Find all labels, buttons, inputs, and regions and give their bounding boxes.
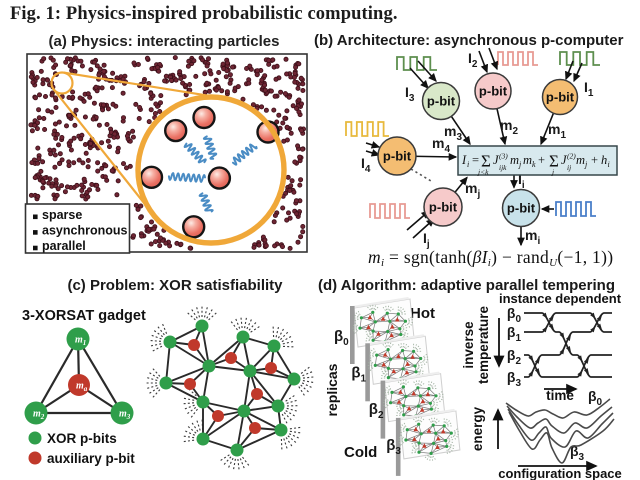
svg-text:j: j [551, 168, 554, 177]
svg-text:β0: β0 [507, 305, 522, 325]
svg-text:ijk: ijk [499, 163, 507, 172]
svg-text:j: j [584, 160, 588, 169]
svg-text:I4: I4 [361, 155, 371, 175]
svg-text:p-bit: p-bit [383, 149, 412, 164]
svg-text:XOR p-bits: XOR p-bits [47, 431, 117, 446]
svg-text:j: j [518, 160, 522, 169]
svg-text:ij: ij [567, 163, 571, 172]
svg-text:j<k: j<k [477, 168, 489, 177]
svg-text:(c) Problem: XOR satisfiabilit: (c) Problem: XOR satisfiability [67, 277, 283, 294]
svg-text:Σ: Σ [481, 152, 491, 171]
svg-text:mj: mj [465, 180, 480, 200]
svg-text:β3: β3 [507, 369, 522, 389]
svg-text:time: time [546, 388, 574, 403]
svg-text:I: I [461, 153, 467, 167]
svg-text:Ii: Ii [518, 171, 525, 191]
svg-text:(d) Algorithm: adaptive parall: (d) Algorithm: adaptive parallel temperi… [318, 277, 615, 294]
svg-text:I2: I2 [468, 50, 478, 70]
svg-text:β2: β2 [507, 347, 522, 367]
svg-text:(2): (2) [567, 152, 576, 161]
svg-text:m: m [576, 153, 585, 167]
svg-text:β1: β1 [351, 364, 366, 384]
svg-text:auxiliary p-bit: auxiliary p-bit [47, 451, 135, 466]
svg-text:asynchronous: asynchronous [42, 224, 127, 238]
svg-text:h: h [601, 153, 607, 167]
svg-text:m3: m3 [444, 123, 462, 143]
svg-text:I3: I3 [405, 84, 415, 104]
svg-text:m: m [523, 153, 532, 167]
svg-text:temperature: temperature [476, 305, 491, 384]
svg-text:i: i [467, 160, 469, 169]
svg-text:m2: m2 [33, 409, 45, 422]
svg-text:mi = sgn(tanh(βIi) − randU(−1,: mi = sgn(tanh(βIi) − randU(−1, 1)) [368, 247, 613, 269]
svg-text:p-bit: p-bit [429, 200, 458, 215]
svg-text:m: m [510, 153, 519, 167]
svg-text:Cold: Cold [344, 444, 377, 461]
svg-text:p-bit: p-bit [479, 84, 508, 99]
svg-text:3-XORSAT gadget: 3-XORSAT gadget [22, 308, 146, 324]
svg-text:sparse: sparse [42, 208, 82, 222]
svg-text:ma: ma [76, 381, 88, 394]
svg-text:p-bit: p-bit [427, 94, 456, 109]
svg-text:Hot: Hot [410, 305, 435, 322]
svg-text:β0: β0 [334, 328, 349, 348]
svg-text:J: J [561, 153, 568, 167]
svg-text:p-bit: p-bit [507, 201, 536, 216]
svg-text:(b) Architecture: asynchronous: (b) Architecture: asynchronous p-compute… [314, 32, 624, 49]
svg-text:m3: m3 [119, 409, 131, 422]
svg-text:J: J [493, 153, 500, 167]
svg-text:m1: m1 [75, 335, 86, 348]
svg-text:Σ: Σ [549, 152, 559, 171]
svg-text:mi: mi [525, 227, 540, 247]
svg-text:p-bit: p-bit [546, 90, 575, 105]
svg-text:+: + [591, 153, 598, 167]
svg-text:+: + [538, 153, 545, 167]
svg-text:k: k [532, 160, 536, 169]
svg-text:(a) Physics: interacting parti: (a) Physics: interacting particles [49, 33, 280, 50]
svg-text:configuration space: configuration space [498, 466, 622, 480]
svg-text:β0: β0 [588, 388, 603, 408]
svg-text:(3): (3) [499, 152, 508, 161]
svg-text:instance dependent: instance dependent [499, 291, 622, 306]
svg-text:parallel: parallel [42, 239, 86, 253]
svg-text:Fig. 1: Physics-inspired proba: Fig. 1: Physics-inspired probabilistic c… [10, 4, 398, 24]
svg-text:energy: energy [470, 406, 485, 451]
svg-text:=: = [472, 153, 479, 167]
svg-text:β1: β1 [507, 324, 522, 344]
svg-text:I1: I1 [584, 79, 594, 99]
svg-text:Ij: Ij [423, 230, 430, 250]
svg-text:i: i [608, 160, 610, 169]
svg-text:m1: m1 [548, 121, 566, 141]
svg-text:replicas: replicas [324, 363, 340, 416]
svg-text:inverse: inverse [461, 321, 476, 369]
